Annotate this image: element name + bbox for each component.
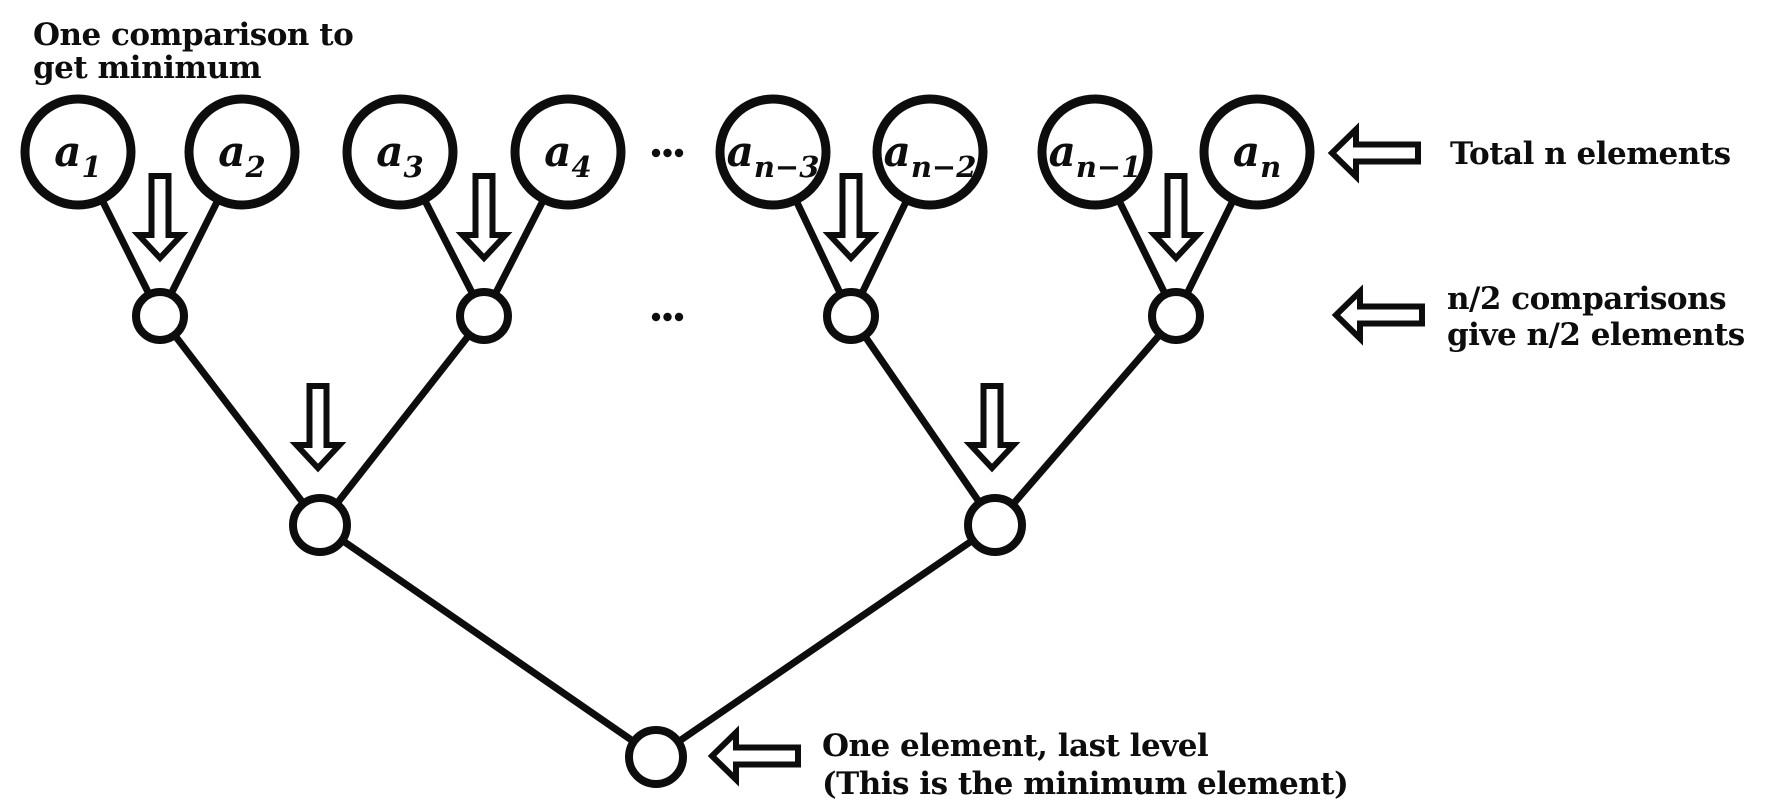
leaf-node-an-2 [872,94,988,210]
internal-node-l2-3 [823,288,879,344]
down-arrow-icon [1147,173,1205,263]
leaf-label: an [1233,127,1281,184]
internal-node-l2-2 [456,288,512,344]
edge-line [156,312,324,529]
down-arrow-icon [822,173,880,263]
note-last-level-line1: One element, last level [822,728,1208,764]
left-arrow-icon [1331,284,1425,346]
edge-line [847,312,999,529]
leaf-node-a2 [184,94,300,210]
dot [674,312,684,322]
leaf-labels: a1 a2 a3 a4 an−3 an−2 an−1 an [54,127,1281,184]
note-half-comparisons-line1: n/2 comparisons [1447,281,1726,317]
leaf-label: a1 [54,127,101,184]
down-arrow-icon [131,173,189,263]
ellipsis-dots-row1 [651,148,684,158]
left-arrow-icon [1327,122,1421,184]
comparison-arrows-level1 [131,173,1205,263]
annotations: One comparison to get minimum Total n el… [33,17,1745,802]
internal-node-l2-4 [1148,288,1204,344]
down-arrow-icon [289,383,347,473]
leaf-label: an−3 [727,127,820,184]
leaf-node-a1 [20,94,136,210]
edge-line [991,312,1180,529]
dot [674,148,684,158]
root-node-minimum [625,726,687,788]
comparison-arrows-level2 [289,383,1021,473]
left-arrow-icon [707,725,801,787]
internal-node-l3-1 [289,494,351,556]
edges-level3 [316,521,999,761]
note-top-left-line2: get minimum [33,50,262,86]
internal-node-l2-1 [132,288,188,344]
internal-node-l3-2 [964,494,1026,556]
annotation-arrows [707,122,1425,787]
ellipsis-dots-row2 [651,312,684,322]
edge-line [316,521,660,761]
edge-line [316,312,488,529]
leaf-node-a3 [342,94,458,210]
leaf-label: a4 [544,127,591,184]
edges-level2 [156,312,1180,529]
down-arrow-icon [963,383,1021,473]
note-total-elements: Total n elements [1450,136,1731,172]
leaf-label: a3 [376,127,423,184]
leaf-label: a2 [218,127,265,184]
down-arrow-icon [455,173,513,263]
dot [651,148,661,158]
note-half-comparisons-line2: give n/2 elements [1447,317,1745,353]
edge-line [652,521,999,761]
internal-nodes [132,288,1204,788]
leaf-label: an−2 [884,127,977,184]
note-top-left-line1: One comparison to [33,17,353,53]
dot [663,312,672,322]
leaf-node-an-1 [1037,94,1153,210]
leaf-node-a4 [510,94,626,210]
leaf-node-an [1199,94,1315,210]
dot [663,148,672,158]
note-last-level-line2: (This is the minimum element) [822,766,1348,802]
dot [651,312,661,322]
leaf-nodes [20,94,1315,210]
leaf-label: an−1 [1049,127,1142,184]
leaf-node-an-3 [715,94,831,210]
